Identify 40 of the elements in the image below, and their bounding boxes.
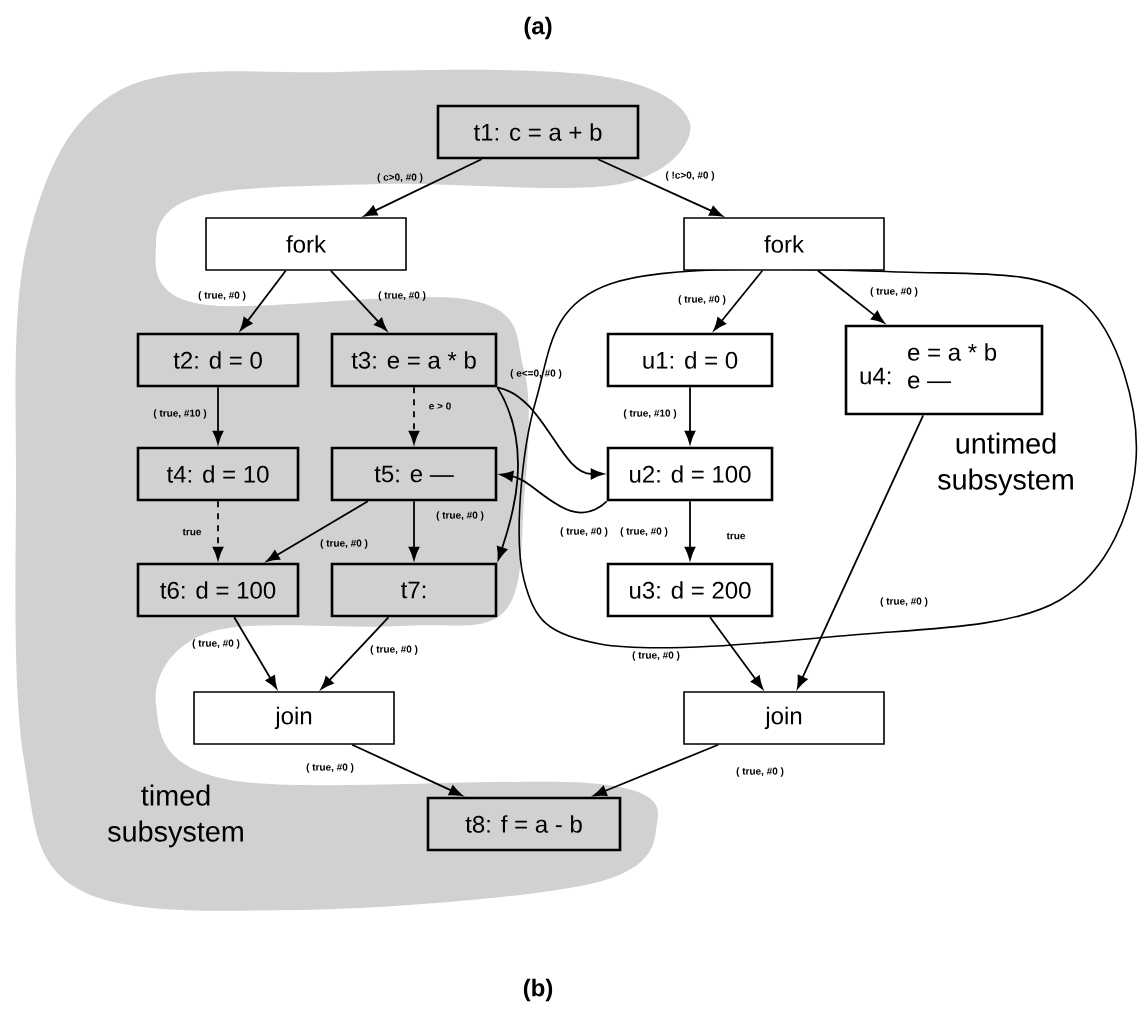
panel-label: (b) — [523, 978, 553, 1002]
arrow — [240, 269, 287, 331]
arrow — [796, 414, 925, 689]
process-box: join — [193, 691, 395, 745]
process-box: u3: d = 200 — [606, 562, 774, 618]
arrow — [496, 386, 519, 561]
process-box: t3: e = a * b — [330, 332, 498, 388]
process-box: u1: d = 0 — [606, 332, 774, 388]
arrow — [593, 743, 720, 797]
process-box: t6: d = 100 — [136, 562, 300, 618]
arrow — [212, 386, 224, 444]
process-box: join — [683, 691, 885, 745]
process-box: t2: d = 0 — [136, 332, 300, 388]
arrow — [817, 269, 885, 324]
process-box: t7: — [330, 562, 498, 618]
arrow — [684, 500, 696, 560]
process-box: t4: d = 10 — [136, 446, 300, 502]
arrow — [320, 616, 390, 690]
arrow — [496, 386, 604, 480]
process-box: t5: e — — [330, 446, 498, 502]
arrow — [684, 386, 696, 444]
process-box: u4: e = a * b e — — [844, 324, 1044, 416]
arrow — [408, 500, 420, 560]
process-box: t1: c = a + b — [436, 104, 640, 160]
arrow — [408, 386, 420, 444]
arrow — [330, 269, 387, 331]
arrow — [713, 269, 764, 331]
process-box: fork — [205, 217, 407, 271]
arrow — [500, 471, 608, 514]
arrow — [597, 158, 723, 217]
arrow — [212, 500, 224, 560]
arrow — [709, 616, 764, 690]
arrow — [363, 158, 483, 217]
process-box: t8: f = a - b — [426, 796, 622, 852]
arrow — [233, 616, 278, 689]
arrow — [266, 500, 369, 562]
process-box: fork — [683, 217, 885, 271]
panel-label: (a) — [524, 16, 552, 40]
arrow — [351, 743, 463, 797]
process-box: u2: d = 100 — [606, 446, 774, 502]
